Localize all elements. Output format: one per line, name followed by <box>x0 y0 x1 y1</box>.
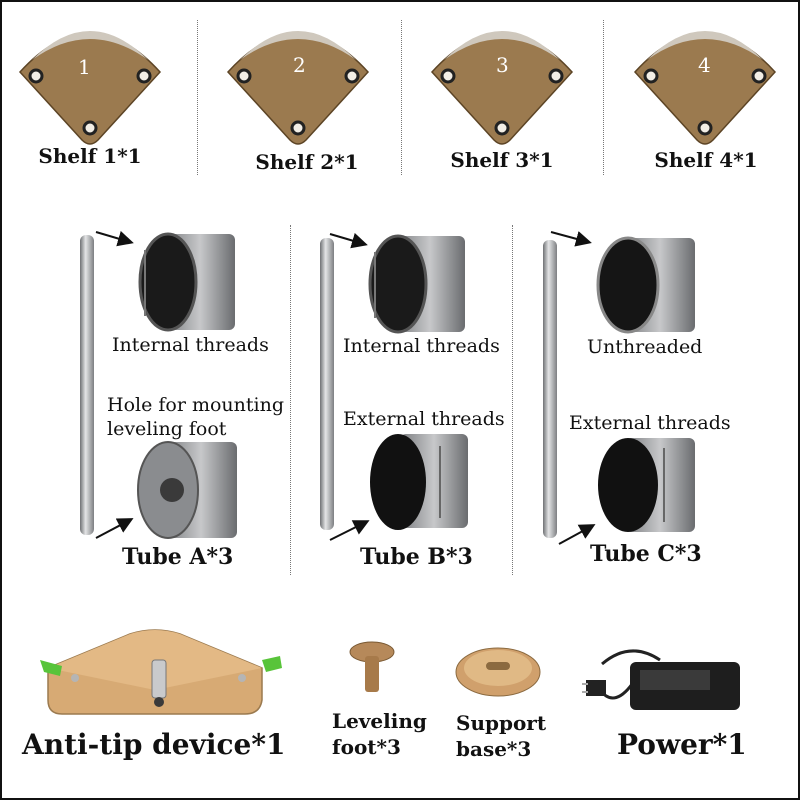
separator <box>197 20 198 175</box>
separator <box>603 20 604 175</box>
tube-a-bottom-cap <box>137 441 237 539</box>
tube-b-top-label: Internal threads <box>343 335 500 357</box>
accessories-illustration <box>40 629 740 715</box>
tube-c-rod <box>543 240 557 538</box>
tube-b-bottom-label: External threads <box>343 408 505 430</box>
power-adapter-image <box>582 649 740 710</box>
power-label: Power*1 <box>617 728 747 761</box>
tube-a-title: Tube A*3 <box>122 544 234 570</box>
shelf-2-image <box>226 29 370 146</box>
shelf-3-label: Shelf 3*1 <box>450 148 554 172</box>
separator <box>290 225 291 575</box>
tube-a-hole-label-line1: Hole for mounting <box>107 394 285 416</box>
shelf-1-number: 1 <box>78 55 91 79</box>
shelf-3-image <box>430 29 574 146</box>
tube-c-top-label: Unthreaded <box>587 336 703 358</box>
tube-c-top-cap <box>596 236 695 334</box>
shelf-2-number: 2 <box>293 53 306 77</box>
leveling-foot-image <box>349 641 395 692</box>
leveling-foot-label-line2: foot*3 <box>332 735 401 759</box>
tube-c-bottom-label: External threads <box>569 412 731 434</box>
tube-a-rod <box>80 235 94 535</box>
anti-tip-device-image <box>40 629 282 715</box>
tube-a-top-cap <box>138 232 235 332</box>
shelf-4-label: Shelf 4*1 <box>654 148 758 172</box>
separator <box>401 20 402 175</box>
separator <box>512 225 513 575</box>
support-base-label-line2: base*3 <box>456 737 532 761</box>
tube-b-rod <box>320 238 334 530</box>
leveling-foot-label-line1: Leveling <box>332 709 427 733</box>
shelves-illustration <box>18 29 777 146</box>
tube-a-hole-label-line2: leveling foot <box>107 418 227 440</box>
tube-a-top-label: Internal threads <box>112 334 269 356</box>
shelf-3-number: 3 <box>496 53 509 77</box>
shelf-1-label: Shelf 1*1 <box>38 144 142 168</box>
tube-c-title: Tube C*3 <box>590 541 702 567</box>
shelf-2-label: Shelf 2*1 <box>255 150 359 174</box>
tube-b-top-cap <box>368 234 465 334</box>
support-base-label-line1: Support <box>456 711 547 735</box>
shelf-4-image <box>633 29 777 146</box>
anti-tip-device-label: Anti-tip device*1 <box>22 728 286 761</box>
tube-b-title: Tube B*3 <box>360 544 473 570</box>
tube-c-bottom-cap <box>598 438 695 532</box>
shelf-4-number: 4 <box>698 53 711 77</box>
tube-b-bottom-cap <box>370 434 468 530</box>
shelf-1-image <box>18 29 162 146</box>
support-base-image <box>455 647 541 697</box>
tubes-illustration <box>80 230 695 545</box>
